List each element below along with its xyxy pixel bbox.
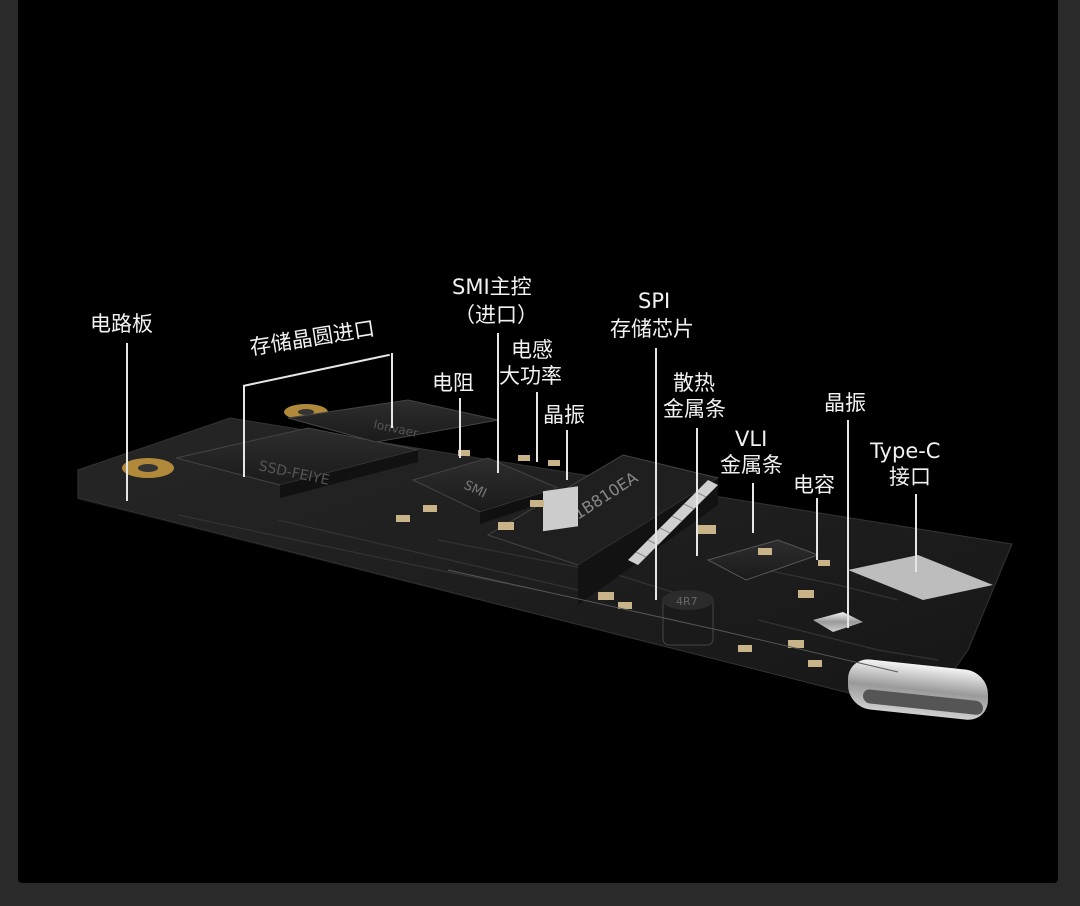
board-outline <box>447 569 899 673</box>
leader-pcb <box>126 343 128 501</box>
crystal-oscillator <box>813 612 863 632</box>
leader-nand-right <box>391 353 393 428</box>
type-c-connector <box>848 555 993 720</box>
leader-typec <box>915 494 917 572</box>
label-spi-line2: 存储芯片 <box>610 317 694 341</box>
leader-crystal-1 <box>566 430 568 480</box>
leader-nand-left <box>243 385 245 477</box>
label-smi-line2: （进口） <box>454 303 538 327</box>
label-inductor-line1: 电感 <box>511 338 553 362</box>
label-smi-line1: SMI主控 <box>452 275 532 299</box>
inductor-marking: 4R7 <box>676 595 698 608</box>
vli-chip <box>706 539 820 581</box>
label-crystal-2: 晶振 <box>824 391 866 415</box>
label-heatsink-line2: 金属条 <box>663 397 726 421</box>
label-pcb: 电路板 <box>90 312 153 336</box>
leader-vli <box>752 483 754 533</box>
label-resistor: 电阻 <box>432 371 474 395</box>
leader-resistor <box>459 398 461 458</box>
label-typec-line2: 接口 <box>889 465 931 489</box>
label-inductor-line2: 大功率 <box>499 364 562 388</box>
heatsink-strip <box>628 480 718 565</box>
leader-smi <box>497 333 499 473</box>
leader-heatsink <box>696 428 698 556</box>
pcb-board <box>77 417 1013 713</box>
leader-inductor <box>536 392 538 462</box>
ssd-board-illustration: SSD-FEIYE lonvaer SMI 1B810EA <box>77 399 1013 720</box>
label-vli-line2: 金属条 <box>720 453 783 477</box>
product-image: SSD-FEIYE lonvaer SMI 1B810EA <box>18 0 1058 883</box>
label-capacitor: 电容 <box>793 473 835 497</box>
smd-components <box>396 450 830 667</box>
label-typec-line1: Type-C <box>870 439 941 463</box>
leader-spi <box>655 348 657 600</box>
label-heatsink-line1: 散热 <box>673 371 715 395</box>
label-vli-line1: VLI <box>735 427 768 451</box>
leader-capacitor <box>816 498 818 560</box>
label-spi-line1: SPI <box>638 289 671 313</box>
heatsink-strip-front <box>543 486 578 532</box>
leader-crystal-2 <box>847 420 849 628</box>
label-crystal-1: 晶振 <box>543 403 585 427</box>
